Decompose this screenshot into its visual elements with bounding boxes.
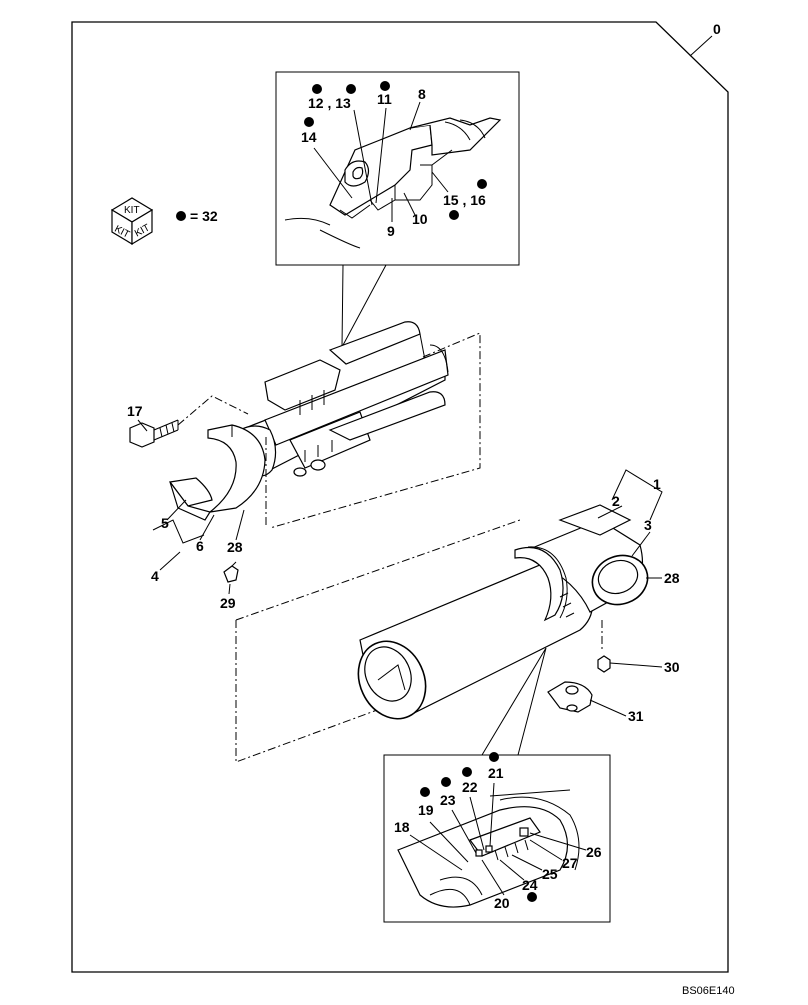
kit-dot-icon: [176, 211, 186, 221]
callout-31: 31: [628, 708, 644, 724]
callout-6: 6: [196, 538, 204, 554]
top-detail-drawing: [284, 117, 502, 249]
kit-dot-12: [312, 84, 322, 94]
callout-12-13: 12 , 13: [308, 95, 351, 111]
leader-3: [631, 531, 651, 557]
callout-19: 19: [418, 802, 434, 818]
kit-dot-23: [441, 777, 451, 787]
diagram-frame: [71, 21, 729, 973]
callout-21: 21: [488, 765, 504, 781]
callout-22: 22: [462, 779, 478, 795]
callout-24: 24: [522, 877, 538, 893]
callout-5: 5: [161, 515, 169, 531]
callout-4: 4: [151, 568, 159, 584]
grease-fitting-29: [223, 561, 239, 583]
bottom-detail-pointer: [481, 647, 547, 756]
callout-1: 1: [653, 476, 661, 492]
leader-4: [159, 551, 181, 571]
bottom-detail-drawing: [397, 789, 580, 908]
leader-30: [609, 662, 663, 668]
callout-27: 27: [562, 855, 578, 871]
bolt-17: [129, 419, 179, 448]
leader-2: [597, 505, 623, 519]
leader-29: [228, 583, 231, 595]
bottom-detail-leaders: [409, 782, 587, 896]
figure-code: BS06E140: [682, 985, 735, 997]
callout-10: 10: [412, 211, 428, 227]
bracket-1: [611, 469, 663, 521]
callout-28-left: 28: [227, 539, 243, 555]
top-detail-box: [275, 71, 520, 266]
callout-29: 29: [220, 595, 236, 611]
kit-dot-22: [462, 767, 472, 777]
bracket-4: [152, 519, 205, 544]
callout-3: 3: [644, 517, 652, 533]
kit-dot-10: [449, 210, 459, 220]
callout-14: 14: [301, 129, 317, 145]
kit-legend-text: = 32: [190, 208, 218, 224]
bolt-17-phantom: [177, 395, 249, 426]
callout-25: 25: [542, 866, 558, 882]
leader-6: [199, 514, 215, 541]
assembly-number: 0: [713, 21, 721, 37]
kit-icon: KIT KIT KIT: [110, 197, 154, 246]
kit-dot-21: [489, 752, 499, 762]
fitting-30: [597, 655, 611, 673]
rod-phantom-line: [269, 332, 481, 529]
callout-9: 9: [387, 223, 395, 239]
kit-dot-14: [304, 117, 314, 127]
callout-30: 30: [664, 659, 680, 675]
callout-8: 8: [418, 86, 426, 102]
kit-dot-16: [477, 179, 487, 189]
kit-dot-11: [380, 81, 390, 91]
clamp-31: [547, 681, 593, 713]
leader-17: [137, 419, 148, 432]
callout-18: 18: [394, 819, 410, 835]
leader-28a: [235, 509, 245, 541]
leader-5: [166, 499, 187, 521]
leader-31: [589, 699, 627, 717]
kit-dot-13: [346, 84, 356, 94]
callout-23: 23: [440, 792, 456, 808]
frame-leader: [689, 35, 713, 57]
callout-28-right: 28: [664, 570, 680, 586]
kit-dot-19: [420, 787, 430, 797]
top-detail-leaders: [313, 101, 449, 222]
callout-20: 20: [494, 895, 510, 911]
kit-dot-24: [527, 892, 537, 902]
callout-17: 17: [127, 403, 143, 419]
svg-text:KIT: KIT: [124, 205, 140, 216]
callout-15-16: 15 , 16: [443, 192, 486, 208]
bushing-half: [168, 424, 266, 521]
rod-head-assembly: [239, 321, 449, 477]
callout-2: 2: [612, 493, 620, 509]
callout-11: 11: [377, 91, 392, 107]
cylinder-tube: [357, 504, 649, 720]
callout-26: 26: [586, 844, 602, 860]
